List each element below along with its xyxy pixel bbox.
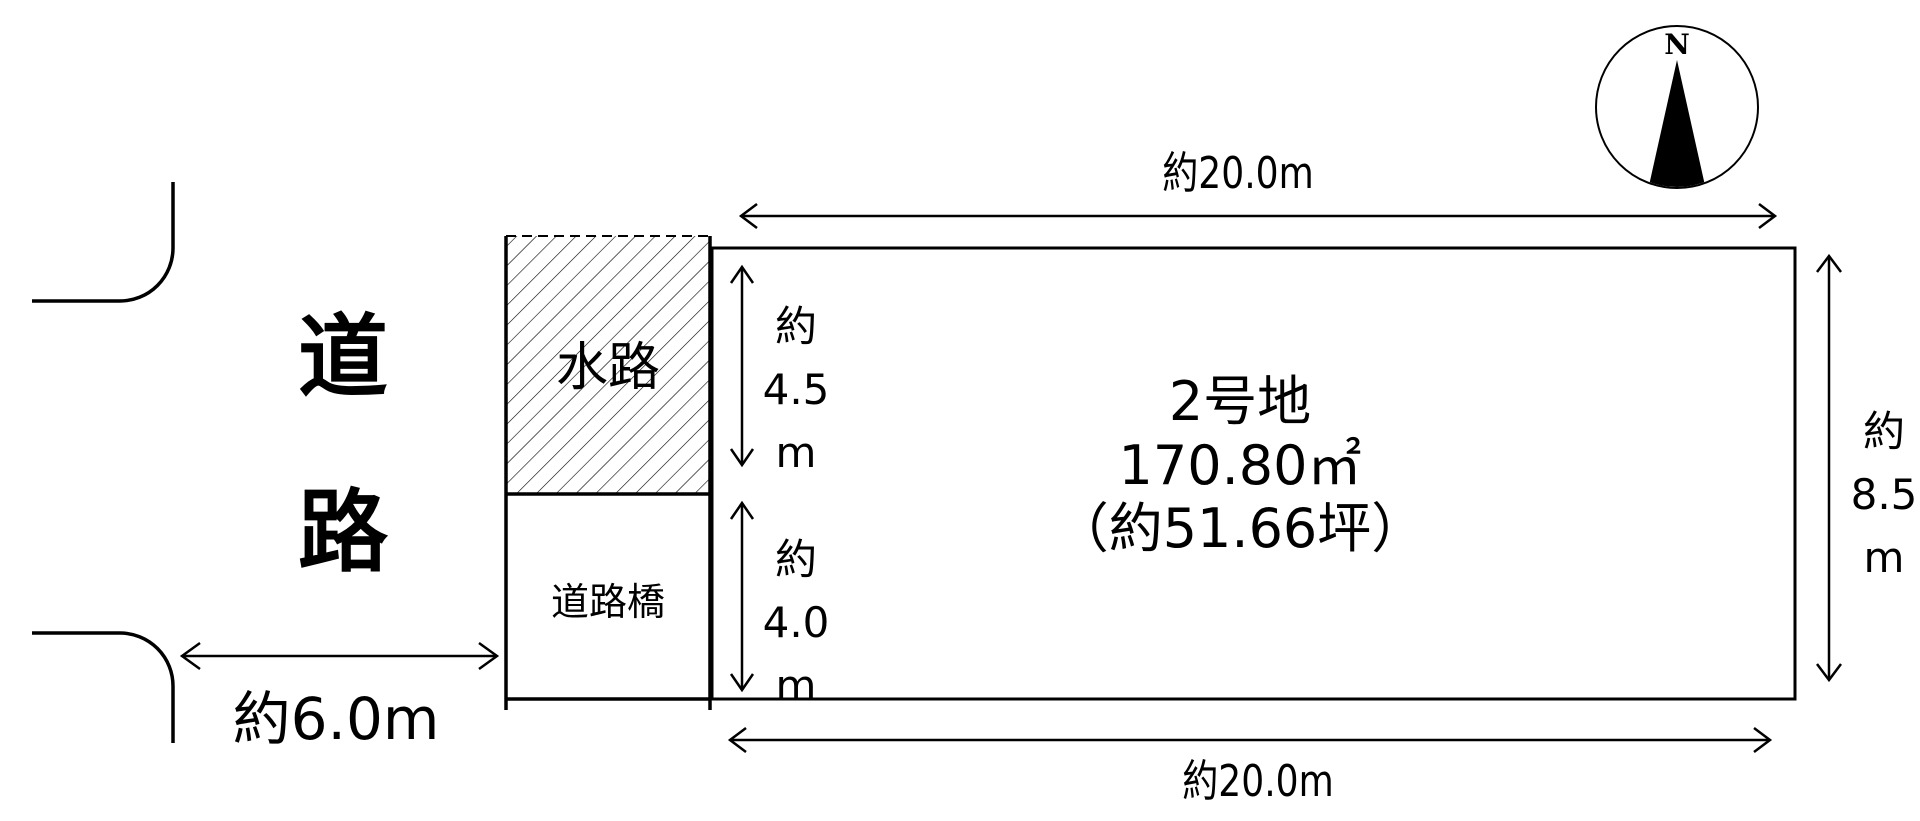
lot-depth-prefix: 約 [1862,407,1906,456]
bridge-height-unit: m [775,661,817,710]
compass-north-label: N [1664,28,1690,61]
road-bridge-label: 道路橋 [550,580,666,624]
road-corner-top [32,182,175,303]
north-compass-icon [1595,25,1759,189]
waterway-height-value: 4.5 [762,365,830,414]
bridge-height-value: 4.0 [762,598,830,647]
road-label-top: 道 [298,305,388,410]
waterway-height-arrow [729,264,755,468]
lot-top-width-arrow [738,203,1778,229]
bridge-height-arrow [729,500,755,693]
lot-bottom-width-label: 約20.0m [1182,756,1334,807]
bridge-height-label: 約 4.0 m [763,528,830,717]
lot-info: 2号地 170.80㎡ （約51.66坪） [1055,370,1426,561]
lot-top-width-label: 約20.0m [1162,148,1314,199]
lot-area-tsubo: （約51.66坪） [1054,497,1426,561]
waterway-label: 水路 [555,338,661,398]
lot-depth-arrow [1816,253,1842,683]
bridge-height-prefix: 約 [774,535,818,584]
lot-boundary [710,246,1797,701]
road-width-arrow [179,641,500,671]
road-width-label: 約6.0m [232,685,440,753]
lot-bottom-width-arrow [727,727,1773,753]
waterway-area [504,235,712,710]
waterway-height-label: 約 4.5 m [763,295,830,484]
waterway-height-prefix: 約 [774,302,818,351]
road-label-bottom: 路 [298,480,388,585]
lot-depth-value: 8.5 [1850,470,1918,519]
lot-area-sqm: 170.80㎡ [1118,433,1362,497]
waterway-height-unit: m [775,428,817,477]
lot-name: 2号地 [1168,370,1312,433]
road-corner-bottom [32,631,175,743]
lot-depth-unit: m [1863,533,1905,582]
lot-depth-label: 約 8.5 m [1851,400,1918,589]
